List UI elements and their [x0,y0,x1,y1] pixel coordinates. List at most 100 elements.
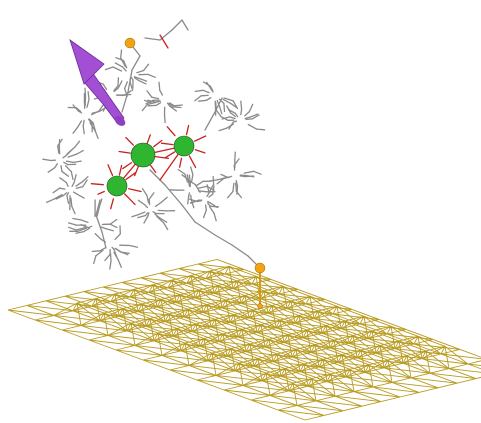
lattice-bond [410,372,431,379]
lattice-bond [310,351,339,363]
lattice-bond [413,336,419,345]
oxygen-bond [110,198,115,210]
carbon-bond [188,174,191,184]
carbon-bond [81,176,89,183]
lattice-bond [142,354,163,361]
lattice-bond [61,324,82,331]
carbon-bond [223,102,226,113]
lattice-bond [197,263,245,270]
lattice-bond [241,328,266,348]
lattice-bond [140,272,161,279]
lattice-bond [214,319,220,342]
lattice-bond [267,305,273,314]
carbon-bond [95,249,104,257]
carbon-chain-bond [171,19,183,31]
lattice-bond [256,319,281,333]
lattice-bond [171,279,200,291]
lattice-bond [410,377,439,389]
lattice-bond [276,353,282,377]
lattice-bond [245,338,270,352]
lattice-bond [268,338,293,358]
lattice-bond [209,265,230,272]
carbon-bond [234,112,239,118]
lattice-bond [205,270,211,279]
lattice-bond [249,343,278,355]
lattice-bond [294,322,342,330]
lattice-bond [321,332,350,344]
lattice-bond [394,340,400,349]
lattice-bond [326,376,347,383]
lattice-bond [257,358,263,381]
lattice-bond [245,351,293,358]
lattice-bond [232,288,261,300]
lattice-bond [202,299,227,313]
lattice-bond [176,328,205,339]
lattice-bond [238,363,244,386]
lattice-bond [329,342,350,349]
carbon-bond [145,99,154,105]
lattice-bond [207,348,232,362]
lattice-bond [211,353,217,376]
sulfur-atom [124,37,136,49]
oxygen-bond [128,188,142,193]
lattice-bond [161,350,182,356]
carbon-bond [109,223,118,229]
lattice-bond [211,352,240,364]
carbon-bond [62,192,68,197]
lattice-bond [180,350,228,357]
carbon-bond [84,87,87,97]
lattice-bond [302,337,331,349]
lattice-bond [198,290,204,313]
lattice-bond [291,351,312,358]
lattice-bond [26,304,55,316]
lattice-bond [279,315,300,321]
lattice-bond [34,319,82,326]
oxygen-bond [118,150,131,154]
lattice-bond [199,341,220,347]
lattice-bond [225,295,246,301]
lattice-bond [238,362,263,382]
lattice-bond [271,305,277,328]
metal-atom [173,135,195,157]
lattice-bond [303,358,324,365]
lattice-bond [311,378,317,401]
lattice-bond [257,358,282,377]
lattice-bond [256,331,304,339]
lattice-bond [232,280,238,289]
lattice-bond [261,380,309,387]
lattice-bond [249,343,274,362]
lattice-bond [353,386,374,393]
lattice-bond [195,318,216,325]
lattice-bond [252,305,273,311]
carbon-bond [71,205,76,215]
lattice-bond [322,359,328,382]
carbon-bond [252,170,262,175]
carbon-bond [148,192,155,200]
lattice-bond [305,303,353,310]
lattice-bond [287,334,316,346]
lattice-bond [275,327,323,334]
lattice-bond [379,345,408,356]
lattice-bond [129,289,135,298]
lattice-bond [167,282,188,289]
lattice-bond [353,391,401,398]
lattice-bond [307,385,355,393]
lattice-bond [261,380,290,392]
carbon-bond [177,168,186,175]
lattice-bond [371,330,400,342]
lattice-bond [130,323,136,346]
lattice-bond [425,350,450,369]
lattice-bond [110,288,135,302]
lattice-bond [53,314,82,326]
lattice-bond [103,308,124,314]
carbon-bond [73,174,77,184]
lattice-bond [299,371,328,383]
lattice-bond [277,409,325,416]
spin-arrow-icon [69,38,126,126]
lattice-bond [286,303,307,310]
lattice-bond [251,276,257,285]
lattice-bond [352,330,373,336]
lattice-bond [286,308,334,315]
lattice-bond [402,358,423,364]
lattice-bond [261,375,282,382]
